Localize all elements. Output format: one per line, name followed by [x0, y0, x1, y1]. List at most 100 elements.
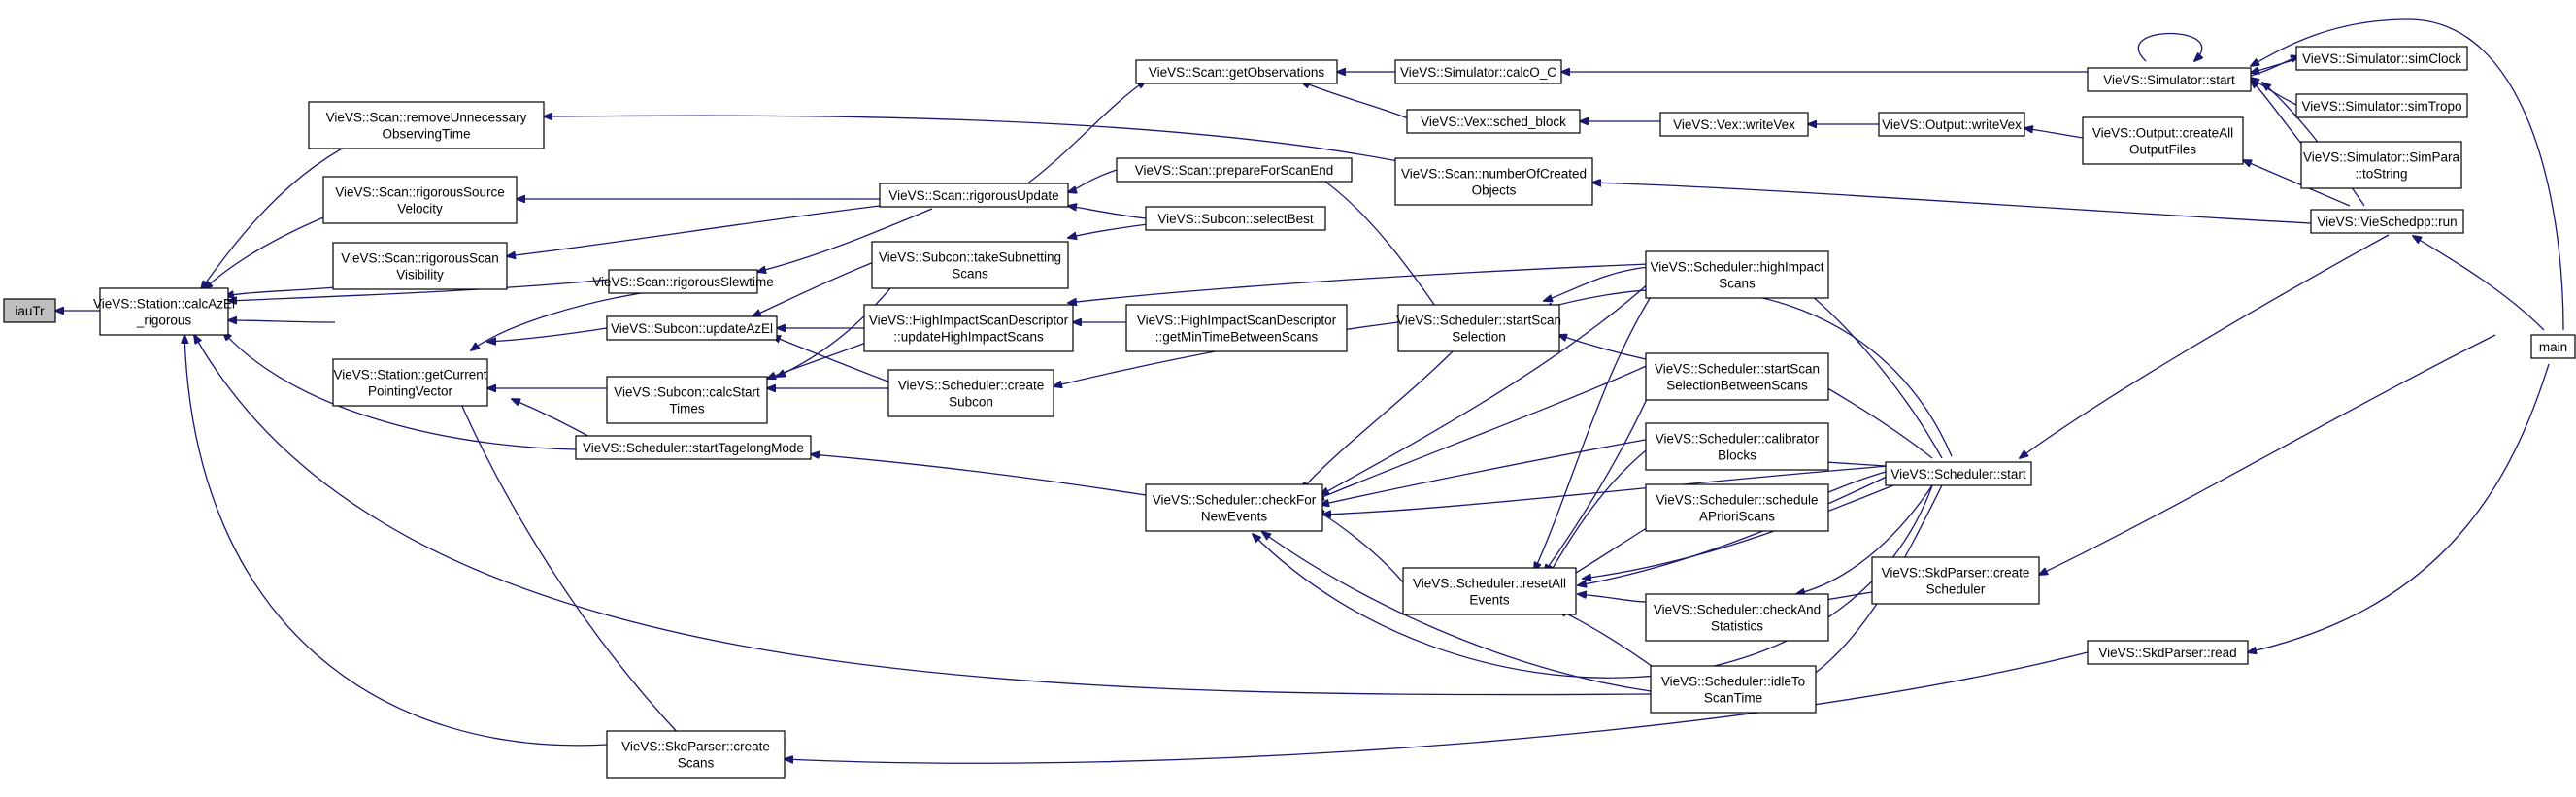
node-box[interactable] — [2300, 141, 2462, 189]
node-box[interactable] — [1885, 461, 2032, 486]
node-box[interactable] — [322, 176, 518, 224]
node-box[interactable] — [1645, 352, 1829, 401]
node-box[interactable] — [1394, 59, 1562, 84]
node-box[interactable] — [2295, 46, 2468, 71]
node-box[interactable] — [1145, 483, 1323, 532]
node-box[interactable] — [332, 242, 508, 290]
node-skd-read[interactable]: VieVS::SkdParser::read — [2087, 640, 2249, 665]
node-box[interactable] — [2530, 334, 2576, 359]
node-box[interactable] — [1406, 109, 1581, 134]
node-sim-start[interactable]: VieVS::Simulator::start — [2087, 67, 2252, 92]
node-sched-block[interactable]: VieVS::Vex::sched_block — [1406, 109, 1581, 134]
node-start-tagelong[interactable]: VieVS::Scheduler::startTagelongMode — [575, 435, 812, 460]
node-vie-sched-run[interactable]: VieVS::VieSchedpp::run — [2310, 209, 2464, 234]
node-label-line: APrioriScans — [1699, 510, 1775, 524]
node-box[interactable] — [1878, 112, 2025, 137]
node-box[interactable] — [879, 183, 1069, 208]
node-box[interactable] — [2087, 67, 2252, 92]
node-sim-clock[interactable]: VieVS::Simulator::simClock — [2295, 46, 2468, 71]
node-box[interactable] — [2082, 116, 2244, 165]
node-box[interactable] — [2087, 640, 2249, 665]
node-rigorous-slewtime[interactable]: VieVS::Scan::rigorousSlewtime — [592, 269, 774, 294]
node-label-line: VieVS::Scheduler::create — [898, 379, 1045, 393]
node-box[interactable] — [575, 435, 812, 460]
node-box[interactable] — [99, 287, 229, 336]
node-box[interactable] — [1135, 59, 1338, 84]
node-label-line: VieVS::Scan::numberOfCreated — [1401, 167, 1587, 182]
edge-schedulerstart-startscanselection — [1544, 287, 1953, 457]
node-main[interactable]: main — [2530, 334, 2576, 359]
node-calc-az-el[interactable]: VieVS::Station::calcAzEl_rigorous — [93, 287, 235, 336]
edges-layer — [55, 18, 2564, 764]
edge-startscanselbetween-checkfornewevents — [1316, 363, 1652, 500]
node-output-write-vex[interactable]: VieVS::Output::writeVex — [1878, 112, 2025, 137]
node-prepare-for-scan-end[interactable]: VieVS::Scan::prepareForScanEnd — [1116, 157, 1353, 183]
node-label-line: VieVS::Vex::sched_block — [1421, 115, 1566, 129]
node-write-vex-vex[interactable]: VieVS::Vex::writeVex — [1659, 112, 1809, 137]
node-box[interactable] — [606, 730, 786, 779]
node-box[interactable] — [608, 269, 758, 294]
node-box[interactable] — [1394, 157, 1593, 206]
node-label-line: ::toString — [2355, 167, 2407, 182]
edge-selectbest-rigorousupdate — [1068, 206, 1147, 219]
node-box[interactable] — [1645, 483, 1829, 532]
node-iau-tr[interactable]: iauTr — [3, 298, 56, 323]
node-sim-tropo[interactable]: VieVS::Simulator::simTropo — [2295, 93, 2468, 118]
node-box[interactable] — [1397, 304, 1560, 352]
node-box[interactable] — [1650, 665, 1817, 714]
node-box[interactable] — [332, 358, 488, 407]
node-label-line: Scans — [1719, 277, 1756, 291]
node-box[interactable] — [606, 315, 778, 341]
node-update-high-impact[interactable]: VieVS::HighImpactScanDescriptor::updateH… — [863, 304, 1074, 352]
node-label-line: Visibility — [396, 268, 444, 282]
node-box[interactable] — [1145, 206, 1326, 231]
node-start-scan-sel-between[interactable]: VieVS::Scheduler::startScanSelectionBetw… — [1645, 352, 1829, 401]
node-get-observations[interactable]: VieVS::Scan::getObservations — [1135, 59, 1338, 84]
node-box[interactable] — [2310, 209, 2464, 234]
node-scheduler-start[interactable]: VieVS::Scheduler::start — [1885, 461, 2032, 486]
node-box[interactable] — [871, 241, 1069, 289]
node-box[interactable] — [1871, 556, 2040, 605]
node-remove-unnecessary[interactable]: VieVS::Scan::removeUnnecessaryObservingT… — [308, 101, 545, 149]
node-box[interactable] — [308, 101, 545, 149]
node-box[interactable] — [606, 376, 768, 424]
node-update-az-el[interactable]: VieVS::Subcon::updateAzEl — [606, 315, 778, 341]
node-sim-para-to-string[interactable]: VieVS::Simulator::SimPara::toString — [2300, 141, 2462, 189]
node-rigorous-update[interactable]: VieVS::Scan::rigorousUpdate — [879, 183, 1069, 208]
node-box[interactable] — [1645, 593, 1829, 642]
node-box[interactable] — [3, 298, 56, 323]
node-box[interactable] — [1645, 250, 1829, 299]
node-box[interactable] — [1659, 112, 1809, 137]
edge-idletoscantime-calcazel — [194, 335, 1652, 696]
node-get-min-time[interactable]: VieVS::HighImpactScanDescriptor::getMinT… — [1125, 304, 1348, 352]
node-box[interactable] — [2295, 93, 2468, 118]
node-box[interactable] — [1125, 304, 1348, 352]
edge-updatehighimpact-calcstarttimes — [767, 339, 875, 379]
node-box[interactable] — [887, 369, 1054, 417]
node-select-best[interactable]: VieVS::Subcon::selectBest — [1145, 206, 1326, 231]
node-box[interactable] — [1116, 157, 1353, 183]
node-box[interactable] — [1402, 567, 1577, 615]
node-label-line: Selection — [1452, 330, 1506, 345]
node-box[interactable] — [863, 304, 1074, 352]
node-box[interactable] — [1645, 422, 1829, 471]
node-calc-o--c[interactable]: VieVS::Simulator::calcO_C — [1394, 59, 1562, 84]
